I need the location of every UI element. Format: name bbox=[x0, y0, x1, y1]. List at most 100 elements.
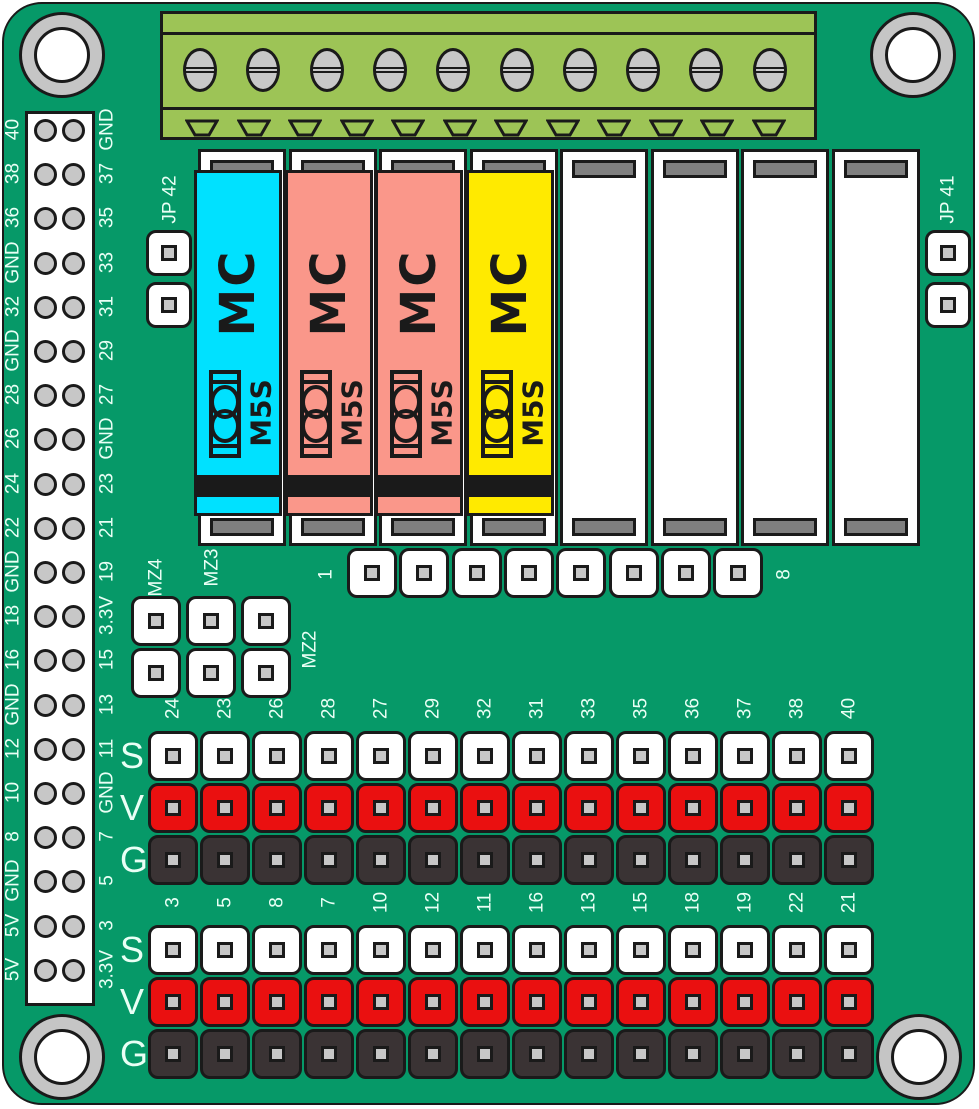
gpio-pin-even[interactable] bbox=[34, 472, 57, 496]
servo-signal-pin[interactable] bbox=[824, 925, 874, 975]
servo-voltage-pin[interactable] bbox=[772, 783, 822, 833]
servo-ground-pin[interactable] bbox=[460, 1029, 510, 1079]
indicator-pin[interactable] bbox=[399, 548, 450, 598]
gpio-pin-odd[interactable] bbox=[62, 163, 85, 187]
servo-voltage-pin[interactable] bbox=[512, 783, 562, 833]
gpio-pin-even[interactable] bbox=[34, 207, 57, 231]
fuse-slot[interactable] bbox=[560, 149, 648, 546]
gpio-pin-even[interactable] bbox=[34, 119, 57, 142]
gpio-pin-odd[interactable] bbox=[62, 914, 85, 938]
gpio-pin-even[interactable] bbox=[34, 295, 57, 319]
gpio-pin-even[interactable] bbox=[34, 870, 57, 894]
indicator-pin[interactable] bbox=[451, 548, 502, 598]
servo-ground-pin[interactable] bbox=[408, 835, 458, 885]
gpio-pin-odd[interactable] bbox=[62, 782, 85, 805]
servo-voltage-pin[interactable] bbox=[512, 977, 562, 1027]
terminal-screw[interactable] bbox=[436, 48, 471, 92]
servo-ground-pin[interactable] bbox=[564, 1029, 614, 1079]
servo-voltage-pin[interactable] bbox=[720, 977, 770, 1027]
servo-voltage-pin[interactable] bbox=[148, 783, 198, 833]
servo-ground-pin[interactable] bbox=[668, 835, 718, 885]
mz-header-pin[interactable] bbox=[186, 596, 236, 646]
servo-ground-pin[interactable] bbox=[720, 835, 770, 885]
servo-ground-pin[interactable] bbox=[252, 835, 302, 885]
mz-header-pin[interactable] bbox=[241, 596, 291, 646]
gpio-pin-even[interactable] bbox=[34, 958, 57, 982]
servo-ground-pin[interactable] bbox=[356, 1029, 406, 1079]
terminal-screw[interactable] bbox=[752, 48, 787, 92]
servo-signal-pin[interactable] bbox=[252, 925, 302, 975]
servo-voltage-pin[interactable] bbox=[616, 783, 666, 833]
servo-voltage-pin[interactable] bbox=[824, 977, 874, 1027]
servo-signal-pin[interactable] bbox=[304, 731, 354, 781]
servo-signal-pin[interactable] bbox=[356, 925, 406, 975]
servo-ground-pin[interactable] bbox=[304, 1029, 354, 1079]
servo-ground-pin[interactable] bbox=[304, 835, 354, 885]
servo-ground-pin[interactable] bbox=[616, 1029, 666, 1079]
servo-voltage-pin[interactable] bbox=[252, 783, 302, 833]
servo-signal-pin[interactable] bbox=[252, 731, 302, 781]
gpio-pin-even[interactable] bbox=[34, 737, 57, 761]
servo-signal-pin[interactable] bbox=[772, 925, 822, 975]
fuse-slot[interactable] bbox=[831, 149, 920, 546]
servo-signal-pin[interactable] bbox=[668, 925, 718, 975]
gpio-pin-odd[interactable] bbox=[62, 516, 85, 540]
servo-signal-pin[interactable] bbox=[148, 731, 198, 781]
jp42-pin-1[interactable] bbox=[146, 230, 192, 276]
servo-voltage-pin[interactable] bbox=[408, 783, 458, 833]
terminal-screw[interactable] bbox=[689, 48, 724, 92]
mz-header-pin[interactable] bbox=[131, 596, 181, 646]
servo-signal-pin[interactable] bbox=[616, 731, 666, 781]
servo-signal-pin[interactable] bbox=[772, 731, 822, 781]
fuse-slot[interactable] bbox=[650, 149, 739, 546]
gpio-pin-odd[interactable] bbox=[62, 384, 85, 408]
servo-ground-pin[interactable] bbox=[148, 835, 198, 885]
gpio-pin-even[interactable] bbox=[34, 516, 57, 540]
servo-voltage-pin[interactable] bbox=[408, 977, 458, 1027]
jp41-pin-2[interactable] bbox=[925, 282, 971, 328]
servo-signal-pin[interactable] bbox=[356, 731, 406, 781]
servo-voltage-pin[interactable] bbox=[356, 977, 406, 1027]
gpio-pin-odd[interactable] bbox=[62, 472, 85, 496]
servo-signal-pin[interactable] bbox=[616, 925, 666, 975]
gpio-pin-even[interactable] bbox=[34, 693, 57, 717]
gpio-pin-even[interactable] bbox=[34, 826, 57, 850]
jp42-pin-2[interactable] bbox=[146, 282, 192, 328]
servo-voltage-pin[interactable] bbox=[564, 783, 614, 833]
servo-voltage-pin[interactable] bbox=[304, 783, 354, 833]
gpio-pin-odd[interactable] bbox=[62, 870, 85, 894]
servo-signal-pin[interactable] bbox=[460, 731, 510, 781]
servo-signal-pin[interactable] bbox=[200, 731, 250, 781]
servo-voltage-pin[interactable] bbox=[668, 977, 718, 1027]
servo-voltage-pin[interactable] bbox=[252, 977, 302, 1027]
servo-ground-pin[interactable] bbox=[252, 1029, 302, 1079]
servo-ground-pin[interactable] bbox=[356, 835, 406, 885]
servo-ground-pin[interactable] bbox=[668, 1029, 718, 1079]
servo-ground-pin[interactable] bbox=[824, 835, 874, 885]
servo-signal-pin[interactable] bbox=[460, 925, 510, 975]
fuse-slot[interactable] bbox=[741, 149, 829, 546]
gpio-pin-odd[interactable] bbox=[62, 649, 85, 673]
gpio-pin-odd[interactable] bbox=[62, 207, 85, 231]
gpio-pin-odd[interactable] bbox=[62, 737, 85, 761]
servo-signal-pin[interactable] bbox=[148, 925, 198, 975]
terminal-screw[interactable] bbox=[246, 48, 281, 92]
terminal-screw[interactable] bbox=[499, 48, 534, 92]
servo-signal-pin[interactable] bbox=[564, 925, 614, 975]
gpio-pin-odd[interactable] bbox=[62, 340, 85, 363]
gpio-pin-odd[interactable] bbox=[62, 295, 85, 319]
servo-signal-pin[interactable] bbox=[200, 925, 250, 975]
servo-ground-pin[interactable] bbox=[564, 835, 614, 885]
servo-ground-pin[interactable] bbox=[148, 1029, 198, 1079]
gpio-pin-odd[interactable] bbox=[62, 428, 85, 452]
gpio-pin-odd[interactable] bbox=[62, 251, 85, 275]
mz-header-pin[interactable] bbox=[131, 648, 181, 698]
gpio-pin-even[interactable] bbox=[34, 782, 57, 805]
servo-signal-pin[interactable] bbox=[720, 925, 770, 975]
servo-signal-pin[interactable] bbox=[720, 731, 770, 781]
gpio-pin-even[interactable] bbox=[34, 163, 57, 187]
servo-signal-pin[interactable] bbox=[408, 731, 458, 781]
servo-signal-pin[interactable] bbox=[512, 925, 562, 975]
gpio-pin-odd[interactable] bbox=[62, 119, 85, 142]
